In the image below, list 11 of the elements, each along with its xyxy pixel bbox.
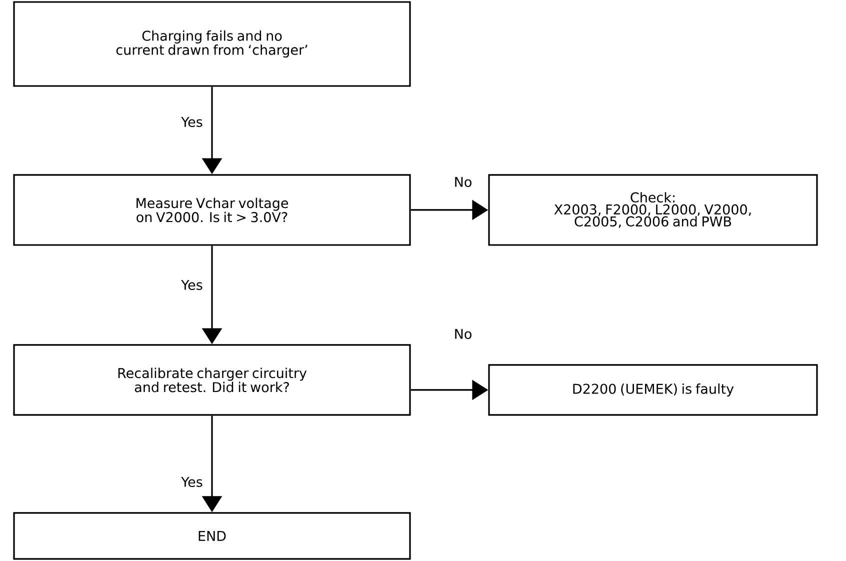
process-box: D2200 (UEMEK) is faulty <box>488 364 818 416</box>
edge-label: No <box>455 176 472 187</box>
process-box: Recalibrate charger circuitry and retest. Did it work? <box>13 344 411 416</box>
process-box: Check: X2003, F2000, L2000, V2000, C2005, C2006 and PWB <box>488 174 818 246</box>
edge-label: Yes <box>181 476 202 487</box>
edge-label: Yes <box>181 116 202 127</box>
process-box: END <box>13 512 411 560</box>
process-box: Measure Vchar voltage on V2000. Is it > 3.0V? <box>13 174 411 246</box>
process-box: Charging fails and no current drawn from ‘charger’ <box>13 1 411 87</box>
edge-label: No <box>455 328 472 339</box>
edge-label: Yes <box>181 280 202 290</box>
